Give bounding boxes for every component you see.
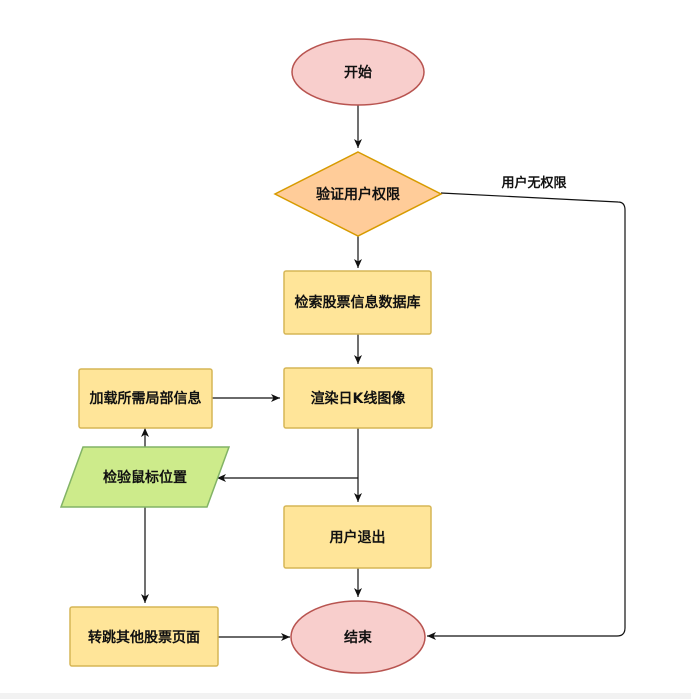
node-render-shape (283, 367, 433, 429)
node-jump[interactable]: 转跳其他股票页面 (69, 606, 219, 667)
node-search-shape (283, 270, 432, 335)
node-logout-shape (283, 505, 432, 569)
node-search-label: 检索股票信息数据库 (295, 294, 421, 311)
node-render[interactable]: 渲染日K线图像 (283, 367, 433, 429)
node-verify-shape (273, 151, 443, 237)
node-logout[interactable]: 用户退出 (283, 505, 432, 569)
node-start[interactable]: 开始 (291, 38, 425, 106)
node-detect-shape (59, 446, 231, 508)
node-search[interactable]: 检索股票信息数据库 (283, 270, 432, 335)
node-jump-shape (69, 606, 219, 667)
node-end[interactable]: 结束 (290, 600, 426, 674)
node-start-label: 开始 (344, 64, 372, 81)
node-jump-label: 转跳其他股票页面 (88, 629, 200, 646)
node-load-shape (78, 368, 213, 429)
node-load[interactable]: 加载所需局部信息 (78, 368, 213, 429)
node-render-label: 渲染日K线图像 (311, 390, 407, 407)
nodes: 开始 验证用户权限 检索股票信息数据库 渲染日K线图像 加载所需局部信息 检验鼠… (59, 38, 443, 674)
node-verify[interactable]: 验证用户权限 (273, 151, 443, 237)
node-verify-label: 验证用户权限 (316, 186, 400, 203)
bottom-strip (0, 693, 691, 699)
node-logout-label: 用户退出 (330, 529, 386, 546)
edge-verify-to-end-no-permission (427, 192, 626, 640)
node-load-label: 加载所需局部信息 (89, 390, 202, 407)
node-start-shape (291, 38, 425, 106)
edge-label-no-permission: 用户无权限 (500, 175, 567, 191)
node-end-shape (290, 600, 426, 674)
node-detect-label: 检验鼠标位置 (103, 469, 187, 486)
node-detect[interactable]: 检验鼠标位置 (59, 446, 231, 508)
node-end-label: 结束 (344, 629, 373, 646)
edges (141, 105, 626, 641)
